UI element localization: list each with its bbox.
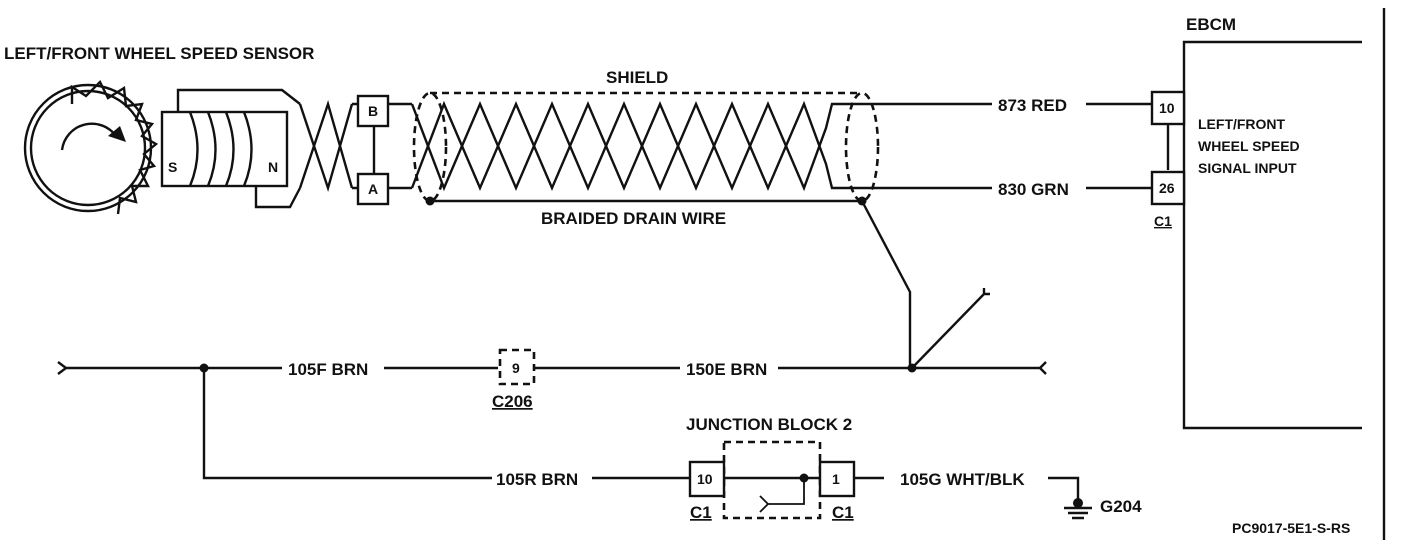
signal-wires: 873 RED 830 GRN (878, 96, 1152, 199)
wire-150e-label: 150E BRN (686, 360, 767, 379)
ebcm-connector-label: C1 (1154, 213, 1172, 229)
ground-branch (911, 288, 990, 369)
jb-internal-branch (759, 478, 805, 513)
wire-105r-left (202, 368, 492, 480)
sensor-coil (188, 111, 253, 187)
rotation-arrow (60, 122, 117, 151)
pole-piece (160, 110, 289, 188)
c206-name: C206 (492, 392, 533, 411)
tone-ring-teeth (70, 79, 159, 215)
ebcm-title: EBCM (1186, 15, 1236, 34)
ebcm-outline (1182, 40, 1362, 430)
drain-wire-label: BRAIDED DRAIN WIRE (541, 209, 726, 228)
wire-873-label: 873 RED (998, 96, 1067, 115)
jb-splice (799, 473, 809, 483)
twisted-conductor-1 (410, 100, 878, 192)
jb-pin-1-label: 1 (832, 471, 840, 487)
wheel-speed-sensor: LEFT/FRONT WHEEL SPEED SENSOR S N (4, 44, 358, 215)
pin-b-label: B (368, 103, 378, 119)
sensor-connector: B A (356, 94, 412, 206)
jb-pin-10 (688, 460, 726, 498)
wire-105r-label: 105R BRN (496, 470, 578, 489)
ebcm-pin-10 (1150, 90, 1186, 126)
drain-to-ground-wire (860, 200, 912, 368)
wire-830-label: 830 GRN (998, 180, 1069, 199)
wire-105f-label: 105F BRN (288, 360, 368, 379)
jb-conn-right: C1 (832, 503, 854, 522)
ebcm-pin-10-label: 10 (1159, 100, 1175, 116)
ground-g204: 105G WHT/BLK G204 (854, 470, 1142, 520)
wire-105g-right (1048, 476, 1080, 500)
pole-n-label: N (268, 159, 278, 175)
sensor-lead-bottom (254, 186, 302, 209)
junction-block-title: JUNCTION BLOCK 2 (686, 415, 852, 434)
jb-pin-10-label: 10 (697, 471, 713, 487)
ground-symbol-icon (1064, 506, 1092, 520)
ebcm-input-line-2: WHEEL SPEED (1198, 138, 1300, 154)
ebcm-pin-26-label: 26 (1159, 180, 1175, 196)
c206-pin-label: 9 (512, 360, 520, 376)
twisted-conductor-2 (410, 100, 878, 192)
shield-label: SHIELD (606, 68, 668, 87)
splice-150e (907, 363, 917, 373)
feed-left-arrow (57, 361, 68, 375)
tone-ring-inner (29, 89, 147, 207)
rotation-arrowhead (108, 126, 126, 142)
sensor-twisted-pair (298, 99, 354, 193)
ground-point (1073, 498, 1083, 508)
shield-end-right (844, 91, 880, 203)
pin-a-label: A (368, 181, 378, 197)
ebcm-pin-26 (1150, 170, 1186, 206)
sensor-lead-top (176, 88, 301, 112)
connector-pin-b (356, 94, 390, 128)
wire-105g-label: 105G WHT/BLK (900, 470, 1025, 489)
junction-block-2: JUNCTION BLOCK 2 10 1 C1 C1 (686, 415, 856, 522)
ebcm-module: EBCM 10 26 C1 LEFT/FRONT WHEEL SPEED SIG… (1150, 8, 1386, 540)
jb-conn-left: C1 (690, 503, 712, 522)
ground-name: G204 (1100, 497, 1142, 516)
shield-end-left (412, 91, 448, 203)
ebcm-input-line-1: LEFT/FRONT (1198, 116, 1286, 132)
tone-ring-outer (23, 83, 153, 213)
sensor-title: LEFT/FRONT WHEEL SPEED SENSOR (4, 44, 314, 63)
connector-pin-a (356, 172, 390, 206)
shielded-cable: SHIELD BRAIDED DRAIN WIRE (410, 68, 880, 228)
ground-feed: 105F BRN 9 C206 150E BRN 105R BRN (57, 200, 1047, 489)
feed-right-arrow (1038, 361, 1047, 375)
ebcm-input-line-3: SIGNAL INPUT (1198, 160, 1297, 176)
figure-id: PC9017-5E1-S-RS (1232, 520, 1350, 536)
drain-splice-left (425, 196, 435, 206)
pole-s-label: S (168, 159, 177, 175)
